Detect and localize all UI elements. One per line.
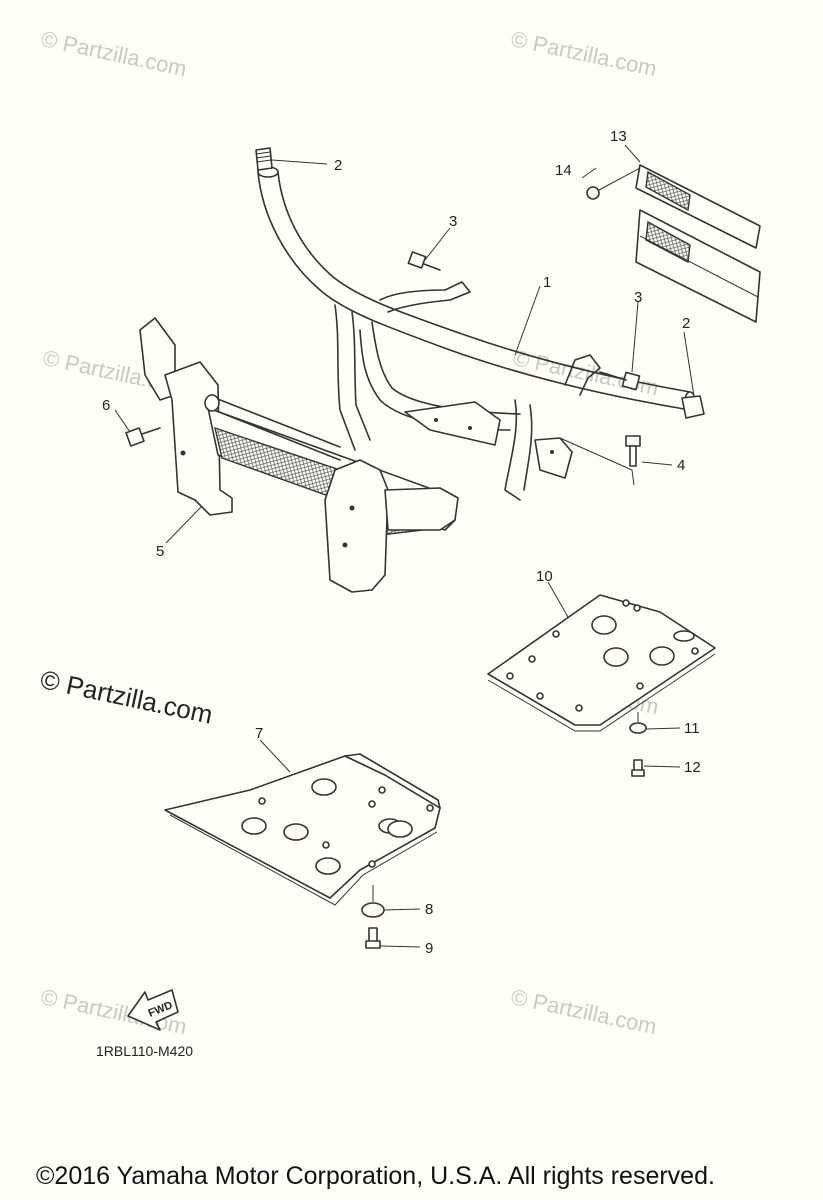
callout-12: 12 (684, 759, 701, 776)
callout-labels: 1 2 2 3 3 4 5 6 7 8 9 10 11 12 13 14 (102, 128, 701, 957)
tube-cap-right (681, 395, 705, 419)
bolt-3-right (599, 371, 641, 391)
skid-plate-7 (164, 753, 441, 906)
reflector-plate-13 (635, 164, 761, 323)
bolt-4 (559, 435, 641, 486)
callout-14: 14 (555, 162, 572, 179)
callout-13: 13 (610, 128, 627, 145)
bolt-9 (365, 927, 381, 949)
screw-14 (586, 167, 641, 200)
callout-9: 9 (425, 940, 433, 957)
callout-3-right: 3 (634, 289, 642, 306)
callout-5: 5 (156, 543, 164, 560)
callout-4: 4 (677, 457, 685, 474)
bolt-3-upper (407, 251, 441, 271)
callout-11: 11 (684, 720, 700, 737)
callout-1: 1 (543, 274, 551, 291)
leader-lines (114, 144, 695, 948)
callout-7: 7 (255, 725, 263, 742)
callout-6: 6 (102, 397, 110, 414)
fwd-arrow-icon: FWD (127, 989, 179, 1031)
diagram-code: 1RBL110-M420 (96, 1043, 194, 1059)
copyright-notice: ©2016 Yamaha Motor Corporation, U.S.A. A… (36, 1162, 715, 1190)
callout-3: 3 (449, 213, 457, 230)
front-bumper (139, 317, 459, 593)
callout-10: 10 (536, 568, 553, 585)
callout-8: 8 (425, 901, 433, 918)
skid-plate-10 (487, 594, 716, 732)
bolt-6 (125, 427, 161, 447)
callout-2: 2 (334, 157, 342, 174)
tube-cap-top (255, 147, 273, 171)
collar-8 (361, 885, 385, 918)
collar-11 (629, 712, 647, 734)
callout-2-right: 2 (682, 315, 690, 332)
bolt-12 (631, 759, 645, 777)
